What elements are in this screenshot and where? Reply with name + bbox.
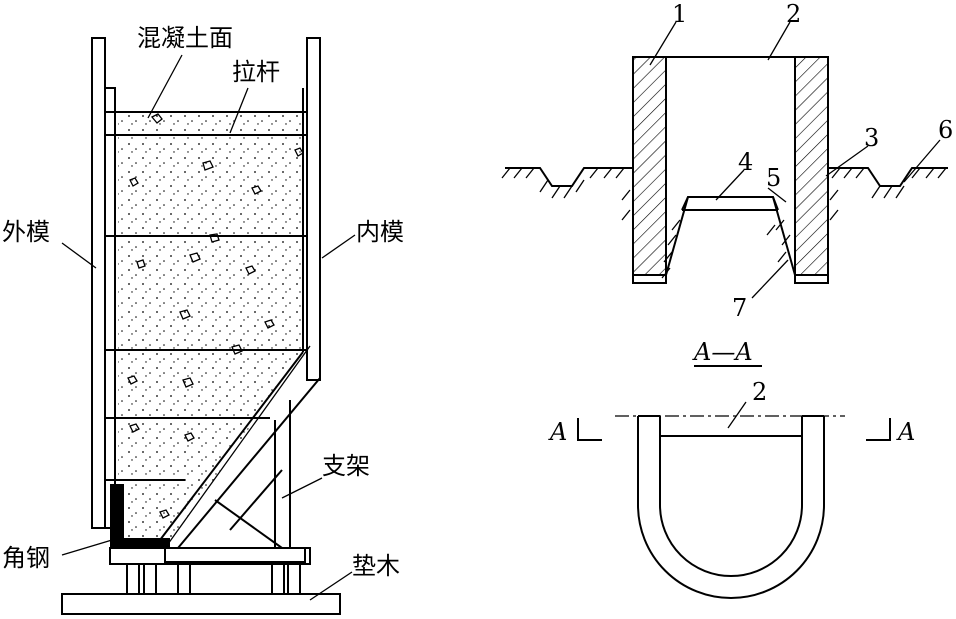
section-callout-2: 2: [752, 378, 767, 406]
concrete-fill: [118, 112, 303, 540]
label-sleeper: 垫木: [352, 552, 400, 580]
section-title: A—A: [692, 338, 753, 366]
ground-hatch: [501, 167, 947, 221]
section-mark-left: A: [548, 418, 567, 446]
label-tie-rod: 拉杆: [232, 58, 280, 86]
number-leaders: [649, 21, 941, 299]
label-angle-steel: 角钢: [2, 544, 50, 572]
section-mark-right: A: [896, 418, 915, 446]
wall-left: [632, 56, 667, 276]
soil-core: [665, 196, 796, 276]
angle-steel: [110, 484, 170, 548]
callout-4: 4: [738, 148, 753, 176]
callout-7: 7: [732, 294, 747, 322]
u-outer: [637, 416, 825, 599]
ground-line-right: [828, 167, 948, 187]
aggregate-stones: [127, 113, 304, 519]
core-hatch: [661, 219, 791, 279]
leader-lines: [61, 54, 356, 601]
label-outer-form: 外模: [2, 218, 50, 246]
callout-2: 2: [786, 0, 801, 28]
callout-6: 6: [938, 116, 953, 144]
outer-form: [91, 37, 106, 529]
callout-5: 5: [766, 164, 781, 192]
sleeper: [61, 593, 341, 615]
label-concrete-surface: 混凝土面: [137, 24, 233, 52]
inner-form: [306, 37, 321, 381]
section-mark-left-bracket: [577, 418, 602, 441]
inclined-form: [159, 351, 321, 549]
section-aa: A—A A A 2: [548, 338, 915, 599]
left-figure: 混凝土面 拉杆 外模 内模 支架 角钢 垫木: [2, 24, 404, 615]
base-legs: [126, 563, 301, 595]
wall-right: [794, 56, 829, 276]
label-support: 支架: [322, 452, 370, 480]
tie-rods: [105, 111, 307, 481]
section-mark-right-bracket: [866, 418, 891, 441]
ground-line-left: [505, 167, 633, 187]
callout-3: 3: [864, 124, 879, 152]
right-elevation: 1 2 3 4 5 6 7: [501, 0, 953, 322]
u-inner: [659, 435, 803, 577]
label-inner-form: 内模: [356, 218, 404, 246]
callout-1: 1: [672, 0, 687, 28]
